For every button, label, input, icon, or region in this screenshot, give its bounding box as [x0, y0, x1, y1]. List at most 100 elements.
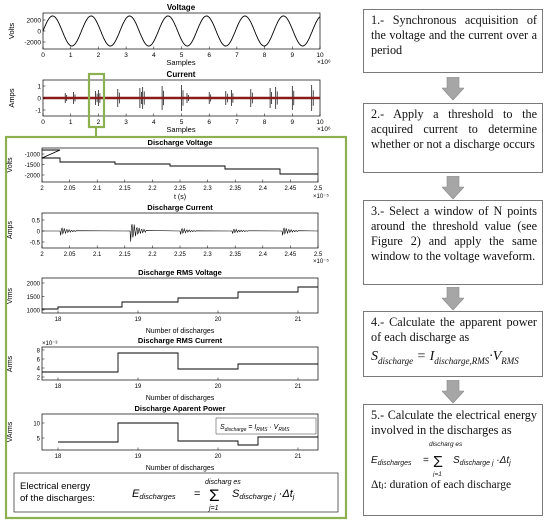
apparent-power-steps: [58, 422, 318, 446]
discharge-rms-current-title: Discharge RMS Current: [138, 336, 223, 345]
voltage-xtick-label: 3: [124, 52, 128, 59]
step-5-box: 5.- Calculate the electrical energy invo…: [363, 404, 543, 516]
rc-xtick-label: 19: [135, 384, 142, 390]
svg-text:Sdischarge j ·Δtj: Sdischarge j ·Δtj: [453, 455, 511, 467]
current-ytick-label: 0: [37, 95, 41, 102]
energy-label-line1: Electrical energy: [20, 481, 90, 492]
current-exponent: ×10⁶: [317, 126, 331, 133]
voltage-xtick-label: 0: [41, 52, 45, 59]
discharge-apparent-power-title: Discharge Aparent Power: [135, 404, 226, 413]
current-xtick-label: 2: [97, 119, 101, 126]
current-xlabel: Samples: [166, 125, 195, 134]
current-xtick-label: 7: [235, 119, 239, 126]
dc-ytick-label: -0.5: [30, 240, 41, 246]
discharge-voltage-trace: [41, 149, 318, 175]
svg-text:Σ: Σ: [209, 486, 220, 505]
discharge-rms-current-exponent: ×10⁻³: [42, 341, 57, 347]
discharge-rms-voltage-xlabel: Number of discharges: [146, 328, 215, 335]
voltage-xtick-label: 9: [290, 52, 294, 59]
energy-formula: Edischarges = discharg es Σ j=1 Sdischar…: [132, 479, 295, 512]
dc-xtick-label: 2.45: [285, 252, 297, 258]
voltage-xlabel: Samples: [166, 58, 195, 67]
current-ytick-label: -1: [35, 107, 41, 114]
svg-text:j=1: j=1: [432, 471, 442, 477]
voltage-ylabel: Volts: [7, 23, 16, 40]
step-3-box: 3.- Select a window of N points around t…: [363, 200, 543, 285]
dc-xtick-label: 2.4: [259, 252, 268, 258]
voltage-xtick-label: 8: [263, 52, 267, 59]
dv-xtick-label: 2.05: [64, 186, 76, 192]
dv-xtick-label: 2.15: [119, 186, 131, 192]
discharge-rms-voltage-title: Discharge RMS Voltage: [138, 268, 222, 277]
dc-xtick-label: 2.1: [93, 252, 102, 258]
discharge-current-trace: [42, 224, 319, 242]
discharge-rms-voltage-ylabel: Vrms: [7, 287, 14, 304]
voltage-xtick-label: 7: [235, 52, 239, 59]
discharge-current-title: Discharge Current: [147, 203, 213, 212]
discharge-voltage-ylabel: Volts: [7, 157, 14, 173]
discharge-current-ylabel: Amps: [7, 221, 14, 239]
rms-current-steps: [42, 352, 318, 373]
ap-xtick-label: 18: [55, 454, 62, 460]
apparent-power-annotation-box: [215, 417, 317, 435]
svg-text:=: =: [423, 455, 429, 466]
voltage-ytick-label: -2000: [24, 39, 41, 46]
rc-xtick-label: 18: [55, 384, 62, 390]
ap-ytick-label: 5: [37, 436, 41, 442]
discharge-rms-current-ylabel: Arms: [7, 355, 14, 372]
step-4-formula: Sdischarge = Idischarge,RMS·VRMS: [371, 349, 519, 366]
dv-xtick-label: 2.35: [229, 186, 241, 192]
dv-xtick-label: 2.3: [203, 186, 212, 192]
ap-ytick-label: 10: [33, 421, 40, 427]
voltage-waveform: [42, 15, 321, 47]
rc-xtick-label: 20: [215, 384, 222, 390]
dc-xtick-label: 2.05: [64, 252, 76, 258]
voltage-ytick-label: 2000: [27, 17, 42, 24]
step-4-text: 4.- Calculate the apparent power of each…: [371, 315, 537, 344]
dv-ytick-label: -2000: [25, 173, 41, 179]
current-ytick-label: 1: [37, 83, 41, 90]
current-xtick-label: 10: [316, 119, 324, 126]
discharge-voltage-xlabel: t (s): [174, 194, 186, 201]
rc-ytick-label: 6: [37, 357, 41, 363]
dc-xtick-label: 2.2: [148, 252, 157, 258]
current-xtick-label: 8: [263, 119, 267, 126]
current-xtick-label: 9: [290, 119, 294, 126]
svg-text:Σ: Σ: [433, 454, 443, 471]
voltage-xtick-label: 10: [316, 52, 324, 59]
apparent-power-annotation: Sdischarge = IRMS · VRMS: [220, 424, 290, 433]
voltage-xtick-label: 1: [69, 52, 73, 59]
current-title: Current: [167, 70, 196, 79]
ap-xtick-label: 20: [215, 454, 222, 460]
svg-text:Sdischarge j ·Δtj: Sdischarge j ·Δtj: [232, 488, 295, 501]
voltage-exponent: ×10⁶: [317, 59, 331, 66]
dv-xtick-label: 2.5: [314, 186, 323, 192]
step-3-text: 3.- Select a window of N points around t…: [371, 204, 537, 263]
discharge-rms-current-axes: [41, 346, 319, 381]
rc-xtick-label: 21: [295, 384, 302, 390]
dv-xtick-label: 2.45: [285, 186, 297, 192]
rv-ytick-label: 2000: [27, 281, 41, 287]
rc-ytick-label: 8: [37, 348, 41, 354]
step-1-text: 1.- Synchronous acquisition of the volta…: [371, 13, 537, 57]
svg-text:=: =: [194, 488, 200, 500]
step-1-box: 1.- Synchronous acquisition of the volta…: [363, 9, 543, 73]
voltage-axes: [42, 12, 321, 50]
current-xtick-label: 4: [152, 119, 156, 126]
arrow-down-icon: [442, 176, 464, 200]
discharge-apparent-power-xlabel: Number of discharges: [146, 465, 215, 472]
energy-label-line2: of the discharges:: [20, 493, 95, 504]
current-ylabel: Amps: [7, 88, 16, 107]
rv-xtick-label: 19: [135, 317, 142, 323]
current-xtick-label: 6: [207, 119, 211, 126]
step-5-text: 5.- Calculate the electrical energy invo…: [371, 408, 537, 437]
rv-xtick-label: 21: [295, 317, 302, 323]
